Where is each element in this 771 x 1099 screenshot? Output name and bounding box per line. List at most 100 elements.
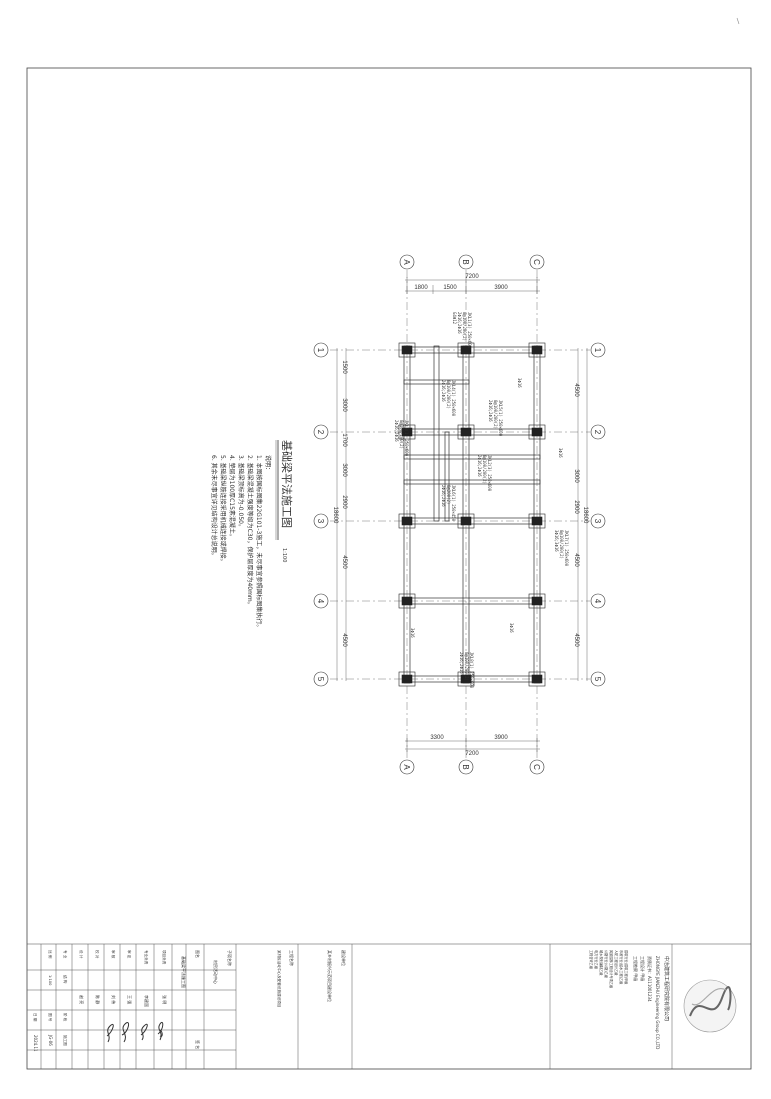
stage-value: 施工图 [63,1035,68,1046]
cert-line-2: 工程设计 甲级 [640,956,646,981]
role-6: 设 计 [79,950,84,959]
dim-left-4: 3000 [341,463,347,477]
corner-mark [736,17,740,25]
dim-right-2: 3000 [573,469,579,483]
dim-top-3: 3900 [494,285,508,291]
qual-line-7: 电力行业乙级 [594,950,599,970]
qual-line-2: 市政行业(给水工程)乙级 [619,950,624,985]
dim-top-1: 1800 [414,285,428,291]
role-3: 审 定 [127,950,132,959]
note-6: 6. 其余未尽事宜详见结构设计总说明。 [210,455,218,559]
name-6: 赵 亮 [79,995,85,1004]
sheet-border [26,67,752,1070]
dimension-text: 7200 1800 1500 3900 3300 3900 7200 1500 … [332,274,588,757]
axis-label-1-left: 1 [316,348,325,353]
name-4: 刘 伟 [111,995,117,1004]
axis-bubbles [313,254,606,775]
dim-top-2: 1500 [443,285,457,291]
engineering-name: 某村民活动中心及配套设施建设项目 [277,950,282,1008]
note-3: 3. 基础梁顶标高为-0.050。 [237,455,245,530]
axis-label-4-right: 4 [593,599,602,604]
dim-right-3: 2900 [573,500,579,514]
beam-label-2: JKL4(1) 250×6008@100/200(2)2Φ16;2Φ16 [441,380,456,417]
beams [403,345,541,684]
dim-right-total: 18600 [582,507,588,524]
subitem-name: 村民活动中心 [213,960,219,984]
dim-bottom-total: 7200 [465,751,479,757]
signature-1 [157,1021,164,1041]
drawing-name-label: 图名 [195,950,201,958]
sheet-label: 专 业 [63,950,68,959]
role-1: 项目负责 [162,950,167,965]
title-block-text: 中冶建筑工程研究院有限公司 ZHONGYE JIANZHU Engineerin… [33,950,670,1052]
drawing-title: 基础梁平法施工图 [280,440,294,528]
columns [398,342,546,687]
cert-line-1: 资质证书：A111001234 [647,956,653,1002]
note-4: 4. 垫层为100厚C15素混凝土。 [228,455,236,540]
dim-top-total: 7200 [465,274,479,280]
drawing-title-block: 基础梁平法施工图 1:100 [275,440,294,562]
dim-bottom-2: 3900 [494,735,508,741]
beam-label-7: JKL7(1) 250×6008@100/200(2)3Φ16;3Φ16 [554,530,569,567]
design-notes: 说明： 1. 本图按国标图集22G101-3施工，未尽事宜参照国标图集执行。 2… [210,455,272,630]
name-5: 陈 静 [95,995,101,1004]
cert-line-3: 工程勘察 甲级 [633,956,639,981]
axis-label-2-left: 2 [316,430,325,435]
dim-bottom-1: 3300 [430,735,444,741]
axis-label-2-right: 2 [593,430,602,435]
dim-left-total: 18600 [332,507,338,524]
name-2: 李建国 [144,995,150,1007]
dim-left-1: 1500 [341,360,347,374]
qual-line-4: 风景园林工程设计专项乙级 [609,950,614,989]
signature-3 [121,1022,130,1043]
beam-label-8: JKL8(1) 250×6008@100/200(2)2Φ16;2Φ16 [459,652,474,689]
dim-right-4: 4500 [573,553,579,567]
qual-line-6: 城乡规划编制乙级 [599,950,604,976]
sheet-value: 结 构 [63,975,68,984]
beam-label-5: JKL2(3) 250×6008@100/200(2)2Φ16;2Φ16 [477,455,492,492]
plan-grid [330,270,590,760]
drawing-scale: 1:100 [281,548,287,562]
project-name: 某乡村振兴示范项目建设单位 [327,950,333,1002]
dim-left-7: 4500 [341,633,347,647]
qual-line-3: 人防工程设计乙级 [614,950,619,976]
company-name-cn: 中冶建筑工程研究院有限公司 [663,956,670,1021]
axis-label-1-right: 1 [593,348,602,353]
signature-2 [140,1023,148,1041]
note-2: 2. 基础梁混凝土强度等级为C30，保护层厚度为40mm。 [246,455,254,608]
axis-label-A-bottom: A [402,764,411,770]
dim-left-2: 3000 [341,398,347,412]
dim-left-3: 1700 [341,433,347,447]
axis-label-3-left: 3 [316,519,325,524]
note-5: 5. 基础梁纵筋连接采用机械连接或焊接。 [219,455,227,565]
name-3: 王 强 [127,995,132,1004]
axis-label-C-bottom: C [532,764,541,770]
beam-label-3: JKL3(1) 250×6008@100/200(2)2Φ16;2Φ16 [394,420,409,457]
dim-right-5: 4500 [573,633,579,647]
beam-annotations: JKL1(3) 250×6008@100/200(2)2Φ16;2Φ16G4Φ1… [394,312,569,689]
project-label: 建设单位 [341,950,347,966]
scale-value: 1:100 [48,975,52,986]
dim-left-6: 4500 [341,555,347,569]
rebar-mark-3: 3Φ16 [509,623,514,633]
axis-labels: A B C A B C 1 2 3 4 5 1 2 3 4 5 [316,259,602,770]
name-1: 张 明 [162,995,168,1004]
role-4: 审 核 [111,950,116,959]
beam-label-6: JKL6(1) 250×4508@200(2)2Φ16;2Φ16 [441,485,456,522]
role-5: 校 对 [95,950,100,959]
signature-header: 签 名 [195,1040,201,1049]
date-label: 日 期 [33,1013,38,1022]
rebar-mark-1: 3Φ16 [517,378,522,388]
axis-label-C-top: C [532,259,541,265]
qual-line-5: 公路行业(公路)乙级 [604,950,609,979]
axis-label-B-bottom: B [461,764,470,769]
role-2: 专业负责 [144,950,149,965]
axis-label-4-left: 4 [316,599,325,604]
scale-label: 比 例 [48,950,53,959]
title-block [27,944,673,1069]
date-value: 2024.11 [33,1035,38,1052]
axis-label-5-right: 5 [593,677,602,682]
stage-label: 阶 段 [63,1013,68,1022]
dim-right-1: 4500 [573,383,579,397]
